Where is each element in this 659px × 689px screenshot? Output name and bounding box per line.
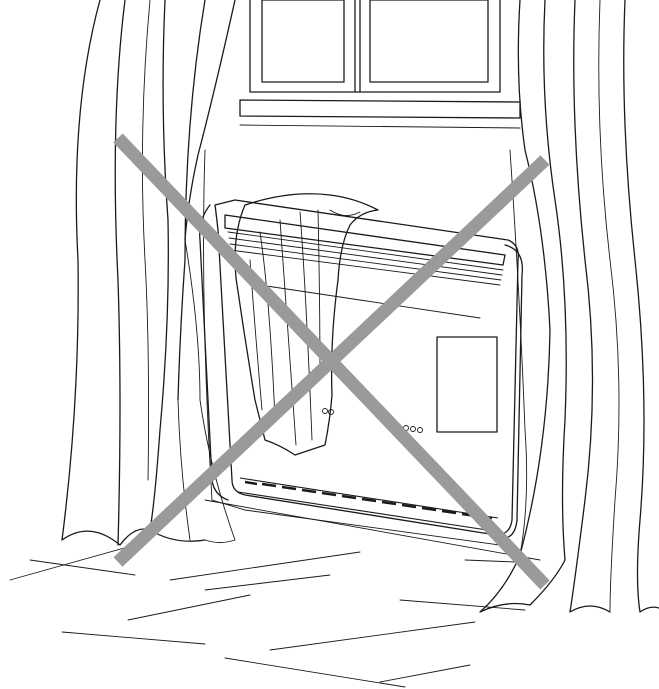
window-icon: [240, 0, 520, 128]
curtain-icon-right: [480, 0, 659, 612]
prohibition-cross-icon: [118, 138, 545, 585]
floor-tiles: [10, 545, 525, 687]
control-panel: [437, 337, 497, 432]
curtain-icon: [62, 0, 235, 545]
heater-icon: [200, 200, 523, 538]
towel-icon: [235, 194, 378, 455]
